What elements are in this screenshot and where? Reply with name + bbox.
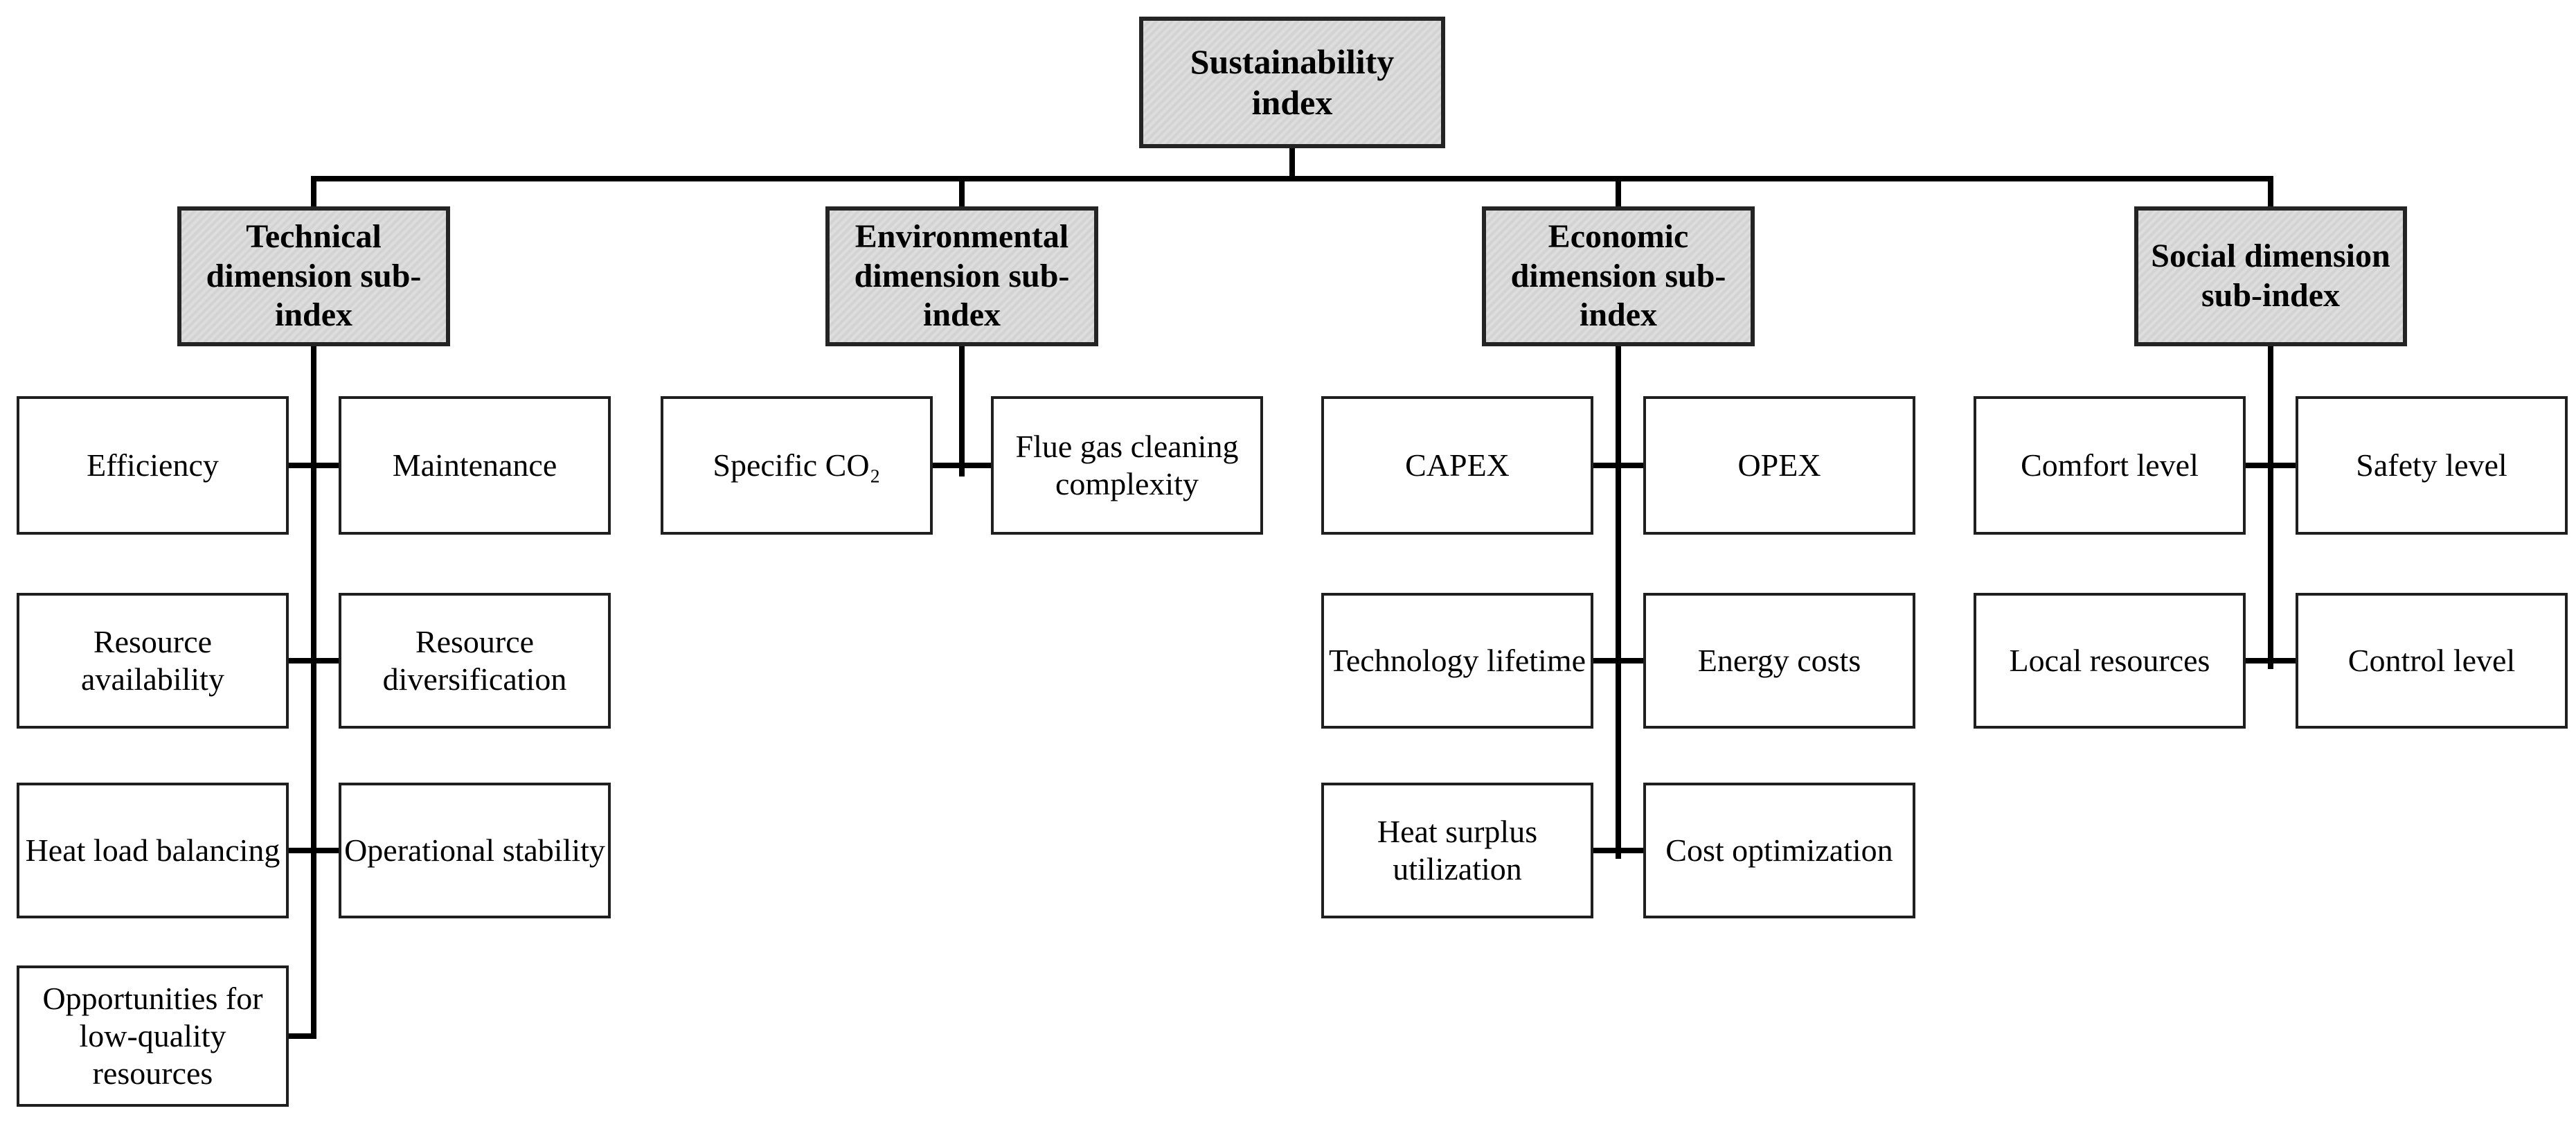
connector-drop-environmental [959, 177, 965, 209]
node-comfort-level: Comfort level [1974, 396, 2246, 535]
node-resource-diversification: Resource diversification [339, 593, 611, 729]
node-label: Comfort level [2021, 447, 2199, 483]
connector-stub-social-row2 [2246, 658, 2296, 664]
node-local-resources: Local resources [1974, 593, 2246, 729]
connector-trunk-technical [311, 345, 316, 1039]
node-label: Control level [2347, 642, 2516, 678]
node-control-level: Control level [2296, 593, 2568, 729]
node-environmental-sub-index: Environmental dimension sub-index [825, 206, 1098, 346]
connector-stub-technical-row1 [289, 463, 339, 468]
node-label: Safety level [2356, 447, 2507, 483]
connector-main-horizontal [311, 176, 2273, 181]
node-flue-gas-cleaning-complexity: Flue gas cleaning complexity [991, 396, 1263, 535]
node-label: Social dimension sub-index [2151, 238, 2390, 314]
connector-drop-technical [311, 177, 316, 209]
connector-elbow-technical-row4 [289, 1033, 316, 1039]
connector-stub-technical-row2 [289, 658, 339, 664]
node-label: Specific CO₂ [713, 447, 881, 483]
node-label: Sustainability index [1190, 42, 1395, 122]
connector-stub-economic-row2 [1593, 658, 1643, 664]
node-opex: OPEX [1643, 396, 1915, 535]
node-label: Heat load balancing [25, 832, 280, 868]
node-label: Operational stability [344, 832, 605, 868]
node-label: Economic dimension sub-index [1510, 218, 1726, 334]
node-label: Technical dimension sub-index [206, 218, 422, 334]
node-technology-lifetime: Technology lifetime [1321, 593, 1593, 729]
connector-stub-economic-row3 [1593, 848, 1643, 853]
node-heat-surplus-utilization: Heat surplus utilization [1321, 783, 1593, 918]
connector-stub-economic-row1 [1593, 463, 1643, 468]
node-safety-level: Safety level [2296, 396, 2568, 535]
connector-stub-technical-row3 [289, 848, 339, 853]
node-cost-optimization: Cost optimization [1643, 783, 1915, 918]
node-maintenance: Maintenance [339, 396, 611, 535]
connector-root-drop [1289, 147, 1295, 180]
node-label: Resource availability [81, 623, 224, 697]
node-specific-co2: Specific CO₂ [661, 396, 933, 535]
node-label: Resource diversification [382, 623, 567, 697]
connector-trunk-environmental [959, 345, 965, 477]
node-label: OPEX [1737, 447, 1821, 483]
connector-trunk-economic [1616, 345, 1621, 859]
connector-stub-social-row1 [2246, 463, 2296, 468]
node-opportunities-low-quality-resources: Opportunities for low-quality resources [17, 965, 289, 1107]
connector-trunk-social [2268, 345, 2273, 669]
connector-stub-environmental-row1 [933, 463, 991, 468]
node-label: Opportunities for low-quality resources [42, 980, 263, 1092]
node-label: Local resources [2009, 642, 2210, 678]
node-resource-availability: Resource availability [17, 593, 289, 729]
node-label: Technology lifetime [1328, 642, 1586, 678]
node-capex: CAPEX [1321, 396, 1593, 535]
node-label: Environmental dimension sub-index [854, 218, 1070, 334]
node-technical-sub-index: Technical dimension sub-index [177, 206, 450, 346]
node-social-sub-index: Social dimension sub-index [2134, 206, 2407, 346]
node-label: Energy costs [1697, 642, 1861, 678]
node-label: Heat surplus utilization [1377, 813, 1538, 887]
node-economic-sub-index: Economic dimension sub-index [1482, 206, 1755, 346]
node-energy-costs: Energy costs [1643, 593, 1915, 729]
node-operational-stability: Operational stability [339, 783, 611, 918]
node-label: Efficiency [87, 447, 219, 483]
connector-drop-social [2268, 177, 2273, 209]
connector-drop-economic [1616, 177, 1621, 209]
node-heat-load-balancing: Heat load balancing [17, 783, 289, 918]
node-label: Maintenance [392, 447, 557, 483]
node-efficiency: Efficiency [17, 396, 289, 535]
node-label: Flue gas cleaning complexity [1015, 428, 1239, 501]
node-label: Cost optimization [1665, 832, 1893, 868]
node-sustainability-index: Sustainability index [1139, 17, 1445, 148]
node-label: CAPEX [1405, 447, 1510, 483]
